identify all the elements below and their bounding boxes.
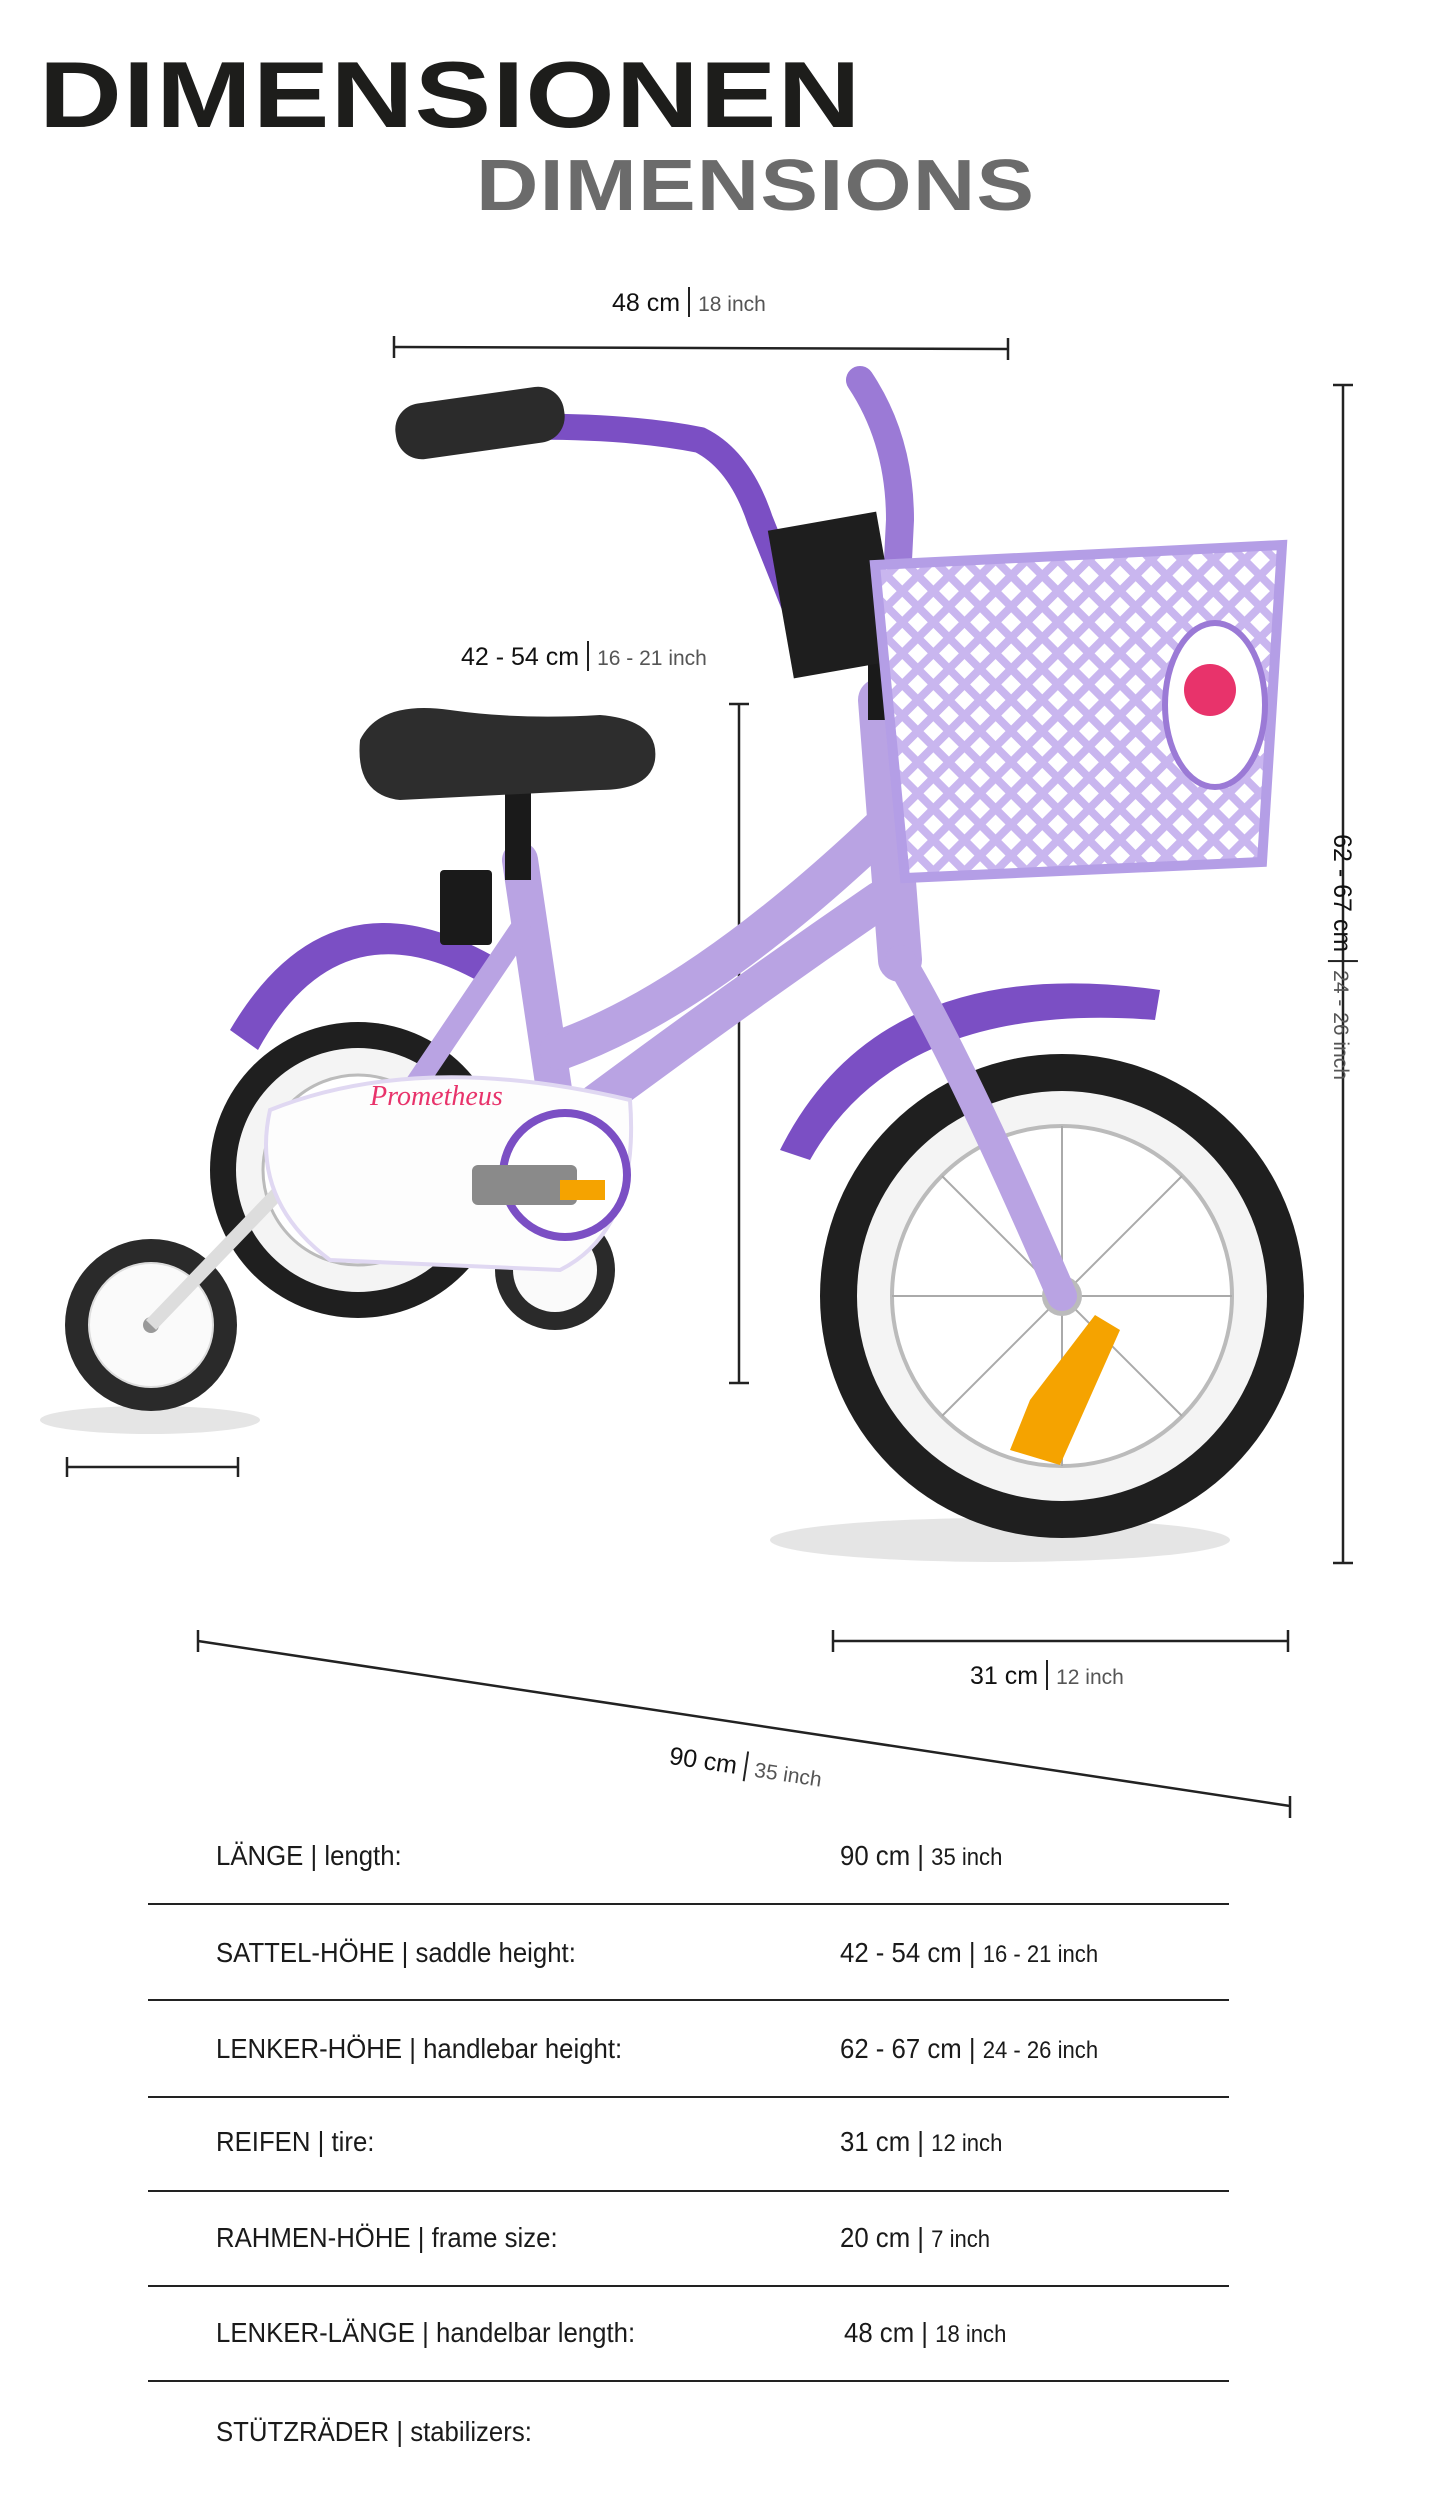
spec-label-stabilizers: STÜTZRÄDER | stabilizers:: [216, 2416, 532, 2447]
spec-value-handlebar-length: 48 cm | 18 inch: [844, 2317, 1007, 2348]
length-line: [197, 1639, 1291, 1808]
cm-value: 42 - 54 cm: [461, 643, 580, 671]
inch-value: 16 - 21 inch: [597, 647, 707, 670]
divider: [148, 2190, 1229, 2192]
separator: [587, 641, 590, 671]
spec-label-length: LÄNGE | length:: [216, 1840, 402, 1871]
separator: [742, 1751, 750, 1782]
divider: [148, 1999, 1229, 2001]
cm-value: 48 cm: [612, 289, 681, 317]
handlebar-width-line: [393, 345, 1009, 351]
separator: [688, 287, 691, 317]
handlebar-grip: [395, 386, 565, 460]
saddle-height-label: 42 - 54 cm 16 - 21 inch: [461, 641, 707, 671]
saddle: [359, 708, 656, 800]
bike-illustration: Prometheus: [40, 336, 1353, 1818]
spec-label-tire: REIFEN | tire:: [216, 2126, 375, 2157]
divider: [148, 1903, 1229, 1905]
divider: [148, 2285, 1229, 2287]
cm-value: 31 cm: [970, 1662, 1039, 1690]
spec-value-handlebar-height: 62 - 67 cm | 24 - 26 inch: [840, 2033, 1099, 2064]
dimension-lines: [65, 336, 1353, 1818]
handlebar-height-label: 62 - 67 cm 24 - 26 inch: [1327, 834, 1358, 1080]
inch-value: 12 inch: [1056, 1666, 1124, 1689]
rear-reflector-mount: [440, 870, 492, 945]
title-english: DIMENSIONS: [476, 146, 1036, 226]
divider: [148, 2096, 1229, 2098]
spec-label-handlebar-height: LENKER-HÖHE | handlebar height:: [216, 2033, 623, 2064]
separator: [1046, 1660, 1049, 1690]
separator: [1327, 960, 1358, 963]
handlebar-width-label: 48 cm 18 inch: [612, 287, 766, 317]
spec-label-saddle-height: SATTEL-HÖHE | saddle height:: [216, 1937, 576, 1968]
cm-value: 62 - 67 cm: [1327, 834, 1356, 953]
front-fender: [780, 983, 1160, 1160]
handlebar: [417, 413, 813, 633]
spec-value-saddle-height: 42 - 54 cm | 16 - 21 inch: [840, 1937, 1099, 1968]
tire-label: 31 cm 12 inch: [970, 1660, 1124, 1690]
spec-value-length: 90 cm | 35 inch: [840, 1840, 1003, 1871]
basket: [869, 539, 1288, 884]
rear-fender: [230, 922, 500, 1050]
front-reflector: [1010, 1315, 1120, 1465]
inch-value: 24 - 26 inch: [1328, 970, 1352, 1080]
spec-label-handlebar-length: LENKER-LÄNGE | handelbar length:: [216, 2317, 636, 2348]
spec-value-frame-size: 20 cm | 7 inch: [840, 2222, 991, 2253]
inch-value: 18 inch: [698, 293, 766, 316]
pedal: [472, 1165, 577, 1205]
divider: [148, 2380, 1229, 2382]
spec-value-tire: 31 cm | 12 inch: [840, 2126, 1003, 2157]
brand-logo: Prometheus: [369, 1081, 503, 1112]
spec-label-frame-size: RAHMEN-HÖHE | frame size:: [216, 2222, 558, 2253]
title-german: DIMENSIONEN: [39, 42, 862, 147]
